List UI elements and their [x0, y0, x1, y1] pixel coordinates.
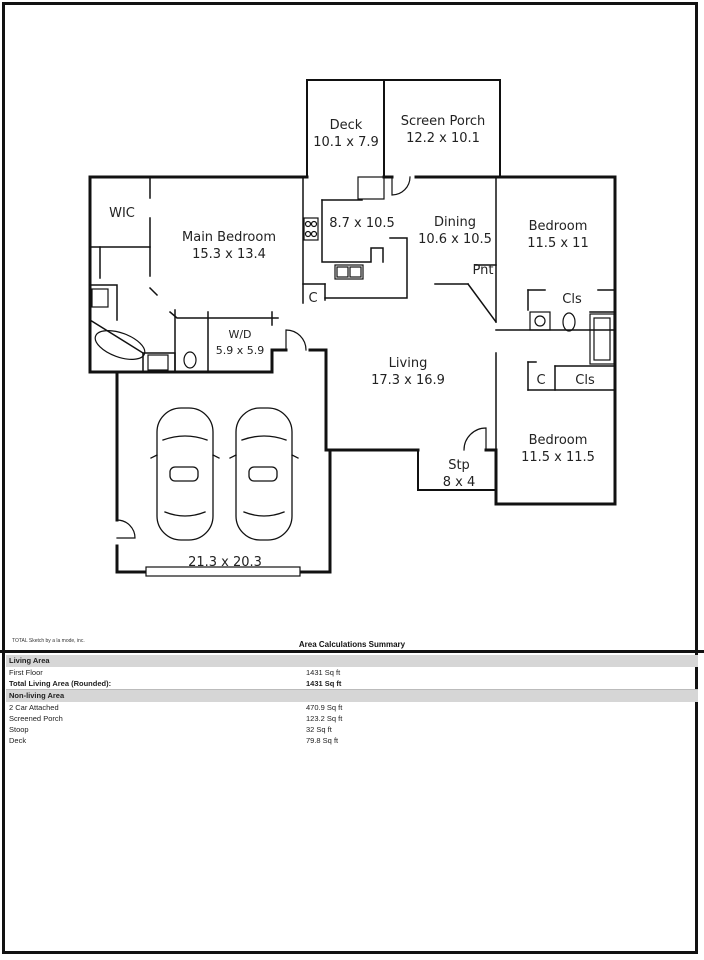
living-area-header: Living Area	[6, 655, 698, 667]
car-icon	[229, 407, 299, 541]
bedroom-2-dims: 11.5 x 11.5	[521, 450, 595, 465]
vanity-sink-icon	[147, 354, 169, 371]
interior-walls	[88, 176, 616, 451]
section-divider	[0, 650, 704, 653]
table-row: 2 Car Attached 470.9 Sq ft	[9, 703, 343, 712]
summary-title: Area Calculations Summary	[298, 640, 406, 649]
hall-closet-label: C	[536, 373, 545, 388]
deck-outline	[306, 79, 501, 178]
table-row: Deck 79.8 Sq ft	[9, 736, 339, 745]
kitchen-dims: 8.7 x 10.5	[329, 216, 395, 231]
exterior-walls	[88, 175, 617, 574]
bedroom-2-label: Bedroom	[529, 433, 588, 448]
bedroom-1-closet-label: Cls	[562, 292, 582, 307]
deck-dims: 10.1 x 7.9	[313, 135, 379, 150]
wd-dims: 5.9 x 5.9	[216, 344, 265, 357]
kitchen-sink-icon	[334, 264, 364, 280]
floor-plan-sketch: Deck 10.1 x 7.9 Screen Porch 12.2 x 10.1…	[88, 79, 617, 577]
bathtub-icon	[94, 330, 146, 360]
stoop-dims: 8 x 4	[443, 475, 476, 490]
room-labels: Deck 10.1 x 7.9 Screen Porch 12.2 x 10.1…	[109, 114, 595, 570]
stoop-label: Stp	[448, 458, 470, 473]
screen-porch-dims: 12.2 x 10.1	[406, 131, 480, 146]
kitchen-closet-label: C	[308, 291, 317, 306]
table-row: Stoop 32 Sq ft	[9, 725, 332, 734]
bedroom-toilet-icon	[562, 312, 576, 332]
toilet-icon	[183, 351, 197, 369]
garage-dims: 21.3 x 20.3	[188, 555, 262, 570]
pantry-label: Pnt	[473, 263, 494, 278]
stoop-outline	[417, 449, 497, 491]
nonliving-area-header: Non-living Area	[6, 690, 698, 702]
stove-icon	[303, 217, 319, 241]
bath-sink-icon	[91, 288, 109, 308]
fixtures	[91, 176, 615, 371]
main-bedroom-dims: 15.3 x 13.4	[192, 247, 266, 262]
bedroom-1-label: Bedroom	[529, 219, 588, 234]
door-swings	[116, 176, 487, 539]
garage-door	[145, 566, 301, 577]
dining-dims: 10.6 x 10.5	[418, 232, 492, 247]
wd-label: W/D	[228, 328, 251, 341]
software-credit: TOTAL Sketch by a la mode, inc.	[12, 638, 85, 644]
area-summary-table: Living Area First Floor 1431 Sq ft Total…	[6, 655, 698, 746]
table-row: Screened Porch 123.2 Sq ft	[9, 714, 343, 723]
bedroom-bath-sink-icon	[529, 311, 551, 331]
total-living-row: Total Living Area (Rounded): 1431 Sq ft	[6, 678, 698, 690]
deck-label: Deck	[330, 118, 363, 133]
wic-label: WIC	[109, 206, 135, 221]
living-dims: 17.3 x 16.9	[371, 373, 445, 388]
dining-label: Dining	[434, 215, 476, 230]
living-label: Living	[389, 356, 428, 371]
shower-icon	[589, 313, 615, 365]
table-row: First Floor 1431 Sq ft	[9, 668, 341, 677]
car-icon	[150, 407, 220, 541]
main-bedroom-label: Main Bedroom	[182, 230, 276, 245]
bedroom-1-dims: 11.5 x 11	[527, 236, 588, 251]
fridge-icon	[357, 176, 385, 200]
bedroom-2-closet-label: Cls	[575, 373, 595, 388]
screen-porch-label: Screen Porch	[401, 114, 486, 129]
